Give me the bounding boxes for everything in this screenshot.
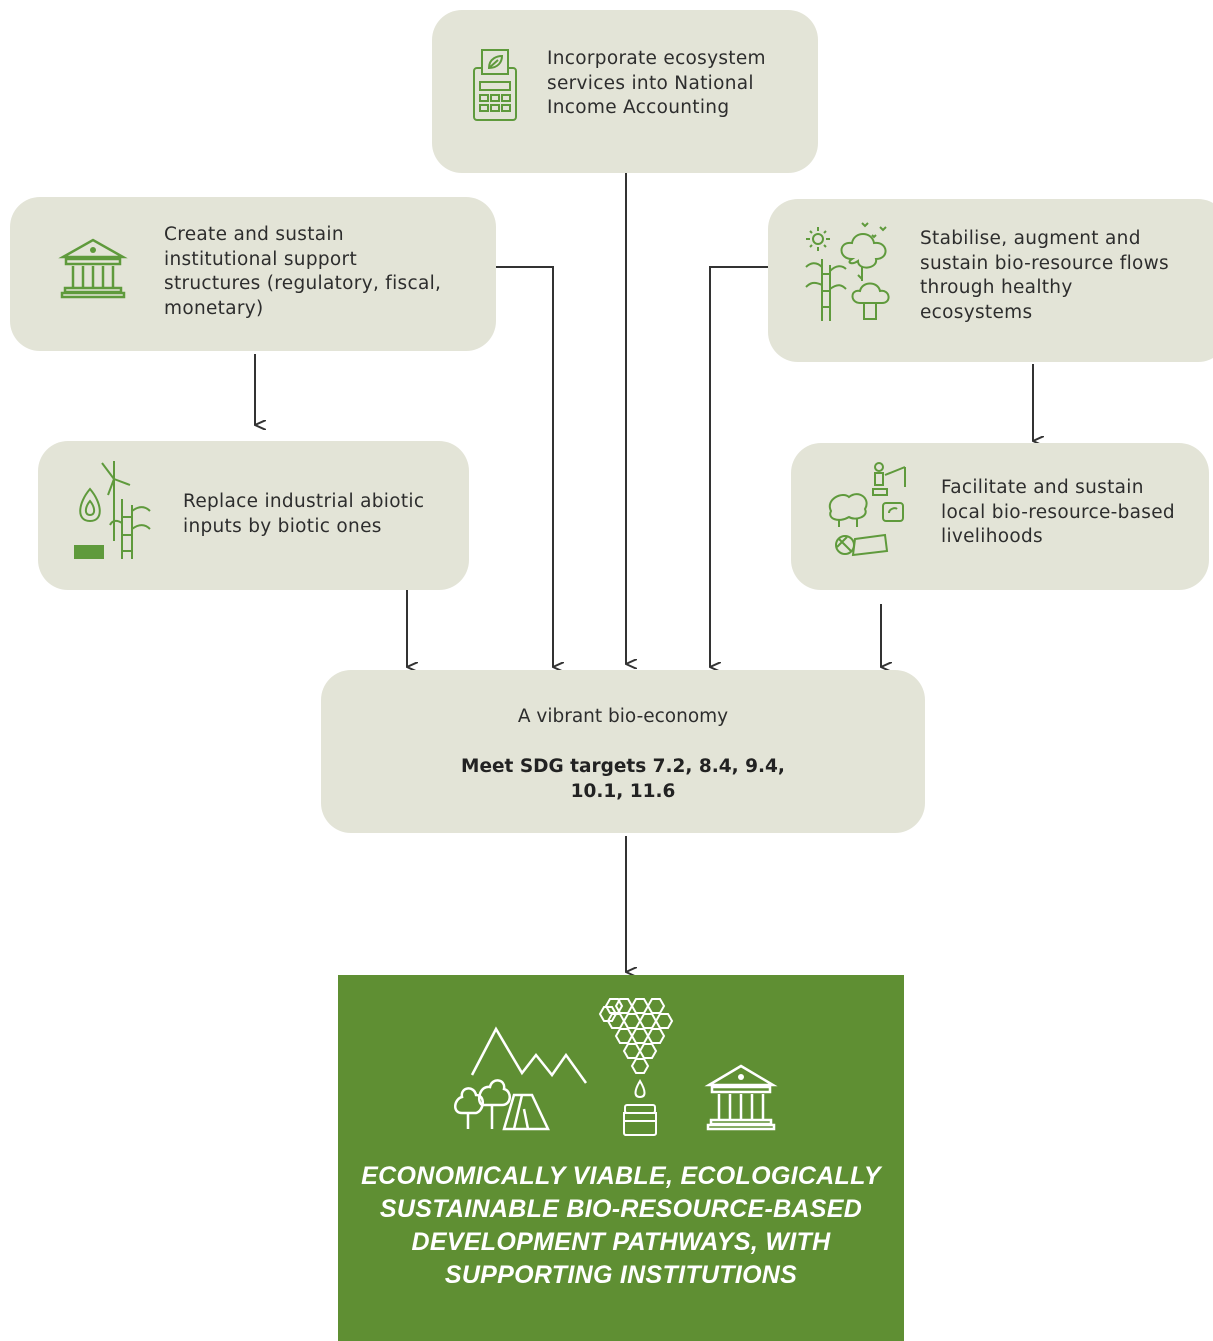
- calculator-leaf-icon: [470, 48, 520, 123]
- sheep-fishing-crafts-icon: [825, 461, 915, 561]
- outcome-box: Economically viable, ecologically sustai…: [338, 975, 904, 1341]
- node-ecosystem-accounting: Incorporate ecosystem services into Nati…: [432, 10, 818, 173]
- outcome-statement: Economically viable, ecologically sustai…: [361, 1162, 881, 1289]
- mountain-forest-tent-icon: [452, 1025, 588, 1131]
- node-label: Stabilise, augment and sustain bio-resou…: [920, 228, 1169, 323]
- node-label: Incorporate ecosystem services into Nati…: [547, 48, 766, 118]
- bio-economy-title: A vibrant bio-economy: [517, 706, 729, 727]
- node-replace-inputs: Replace industrial abiotic inputs by bio…: [38, 441, 469, 590]
- node-label: Replace industrial abiotic inputs by bio…: [183, 491, 425, 537]
- node-livelihoods: Facilitate and sustain local bio-resourc…: [791, 443, 1209, 590]
- institution-building-icon: [58, 237, 128, 299]
- node-bio-resource-flows: Stabilise, augment and sustain bio-resou…: [768, 199, 1213, 362]
- forest-bamboo-birds-icon: [802, 219, 897, 327]
- node-label: Create and sustain institutional support…: [164, 224, 442, 319]
- arrow-flows-to-bioeconomy: [709, 266, 768, 667]
- sdg-targets: Meet SDG targets 7.2, 8.4, 9.4, 10.1, 11…: [461, 756, 785, 802]
- node-label: Facilitate and sustain local bio-resourc…: [941, 477, 1175, 547]
- honeycomb-honey-jar-icon: [598, 995, 680, 1136]
- node-institutional-support: Create and sustain institutional support…: [10, 197, 496, 351]
- biofuel-wind-bamboo-icon: [72, 459, 154, 563]
- institution-building-icon: [704, 1063, 778, 1131]
- node-bio-economy: A vibrant bio-economy Meet SDG targets 7…: [321, 670, 925, 833]
- arrow-institutional-to-bioeconomy: [496, 266, 553, 667]
